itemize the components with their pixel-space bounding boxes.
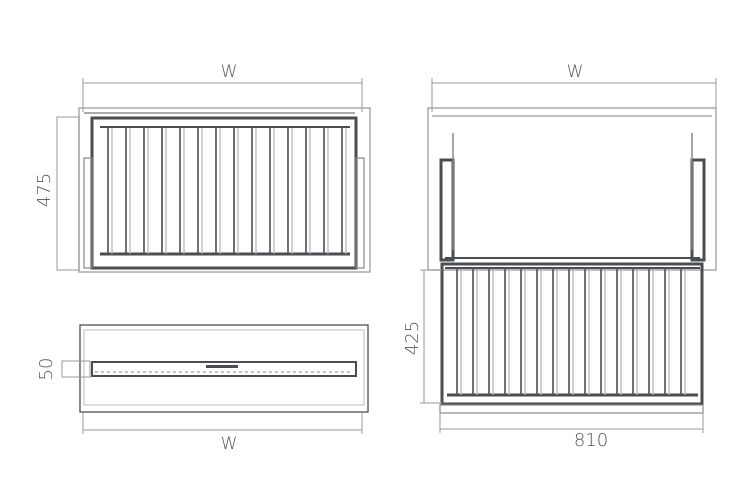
width-label: W: [221, 62, 238, 82]
extended-view: W 425 810: [402, 62, 717, 451]
height-label: 50: [36, 358, 57, 381]
bar-group: [107, 128, 347, 254]
left-slide: [439, 158, 455, 262]
bar-group: [456, 269, 686, 395]
depth-dimension-box: [56, 116, 80, 271]
width-label: W: [567, 62, 584, 82]
drawer-rail: [91, 361, 357, 377]
right-slide: [690, 158, 706, 262]
front-view: 50 W: [36, 324, 369, 454]
cabinet-outline: [78, 107, 371, 273]
extension-label: 425: [402, 321, 423, 355]
handle: [206, 365, 238, 368]
length-label: 810: [574, 430, 608, 451]
height-dimension-box: [61, 360, 91, 378]
base-plate: [439, 404, 704, 414]
width-label: W: [221, 434, 238, 454]
cabinet-outline: [79, 324, 369, 413]
drawer-frame: [90, 116, 358, 270]
top-view: W 475: [34, 62, 371, 273]
cabinet-outline: [427, 107, 717, 271]
depth-label: 475: [34, 173, 55, 207]
drawer-frame: [440, 262, 704, 406]
